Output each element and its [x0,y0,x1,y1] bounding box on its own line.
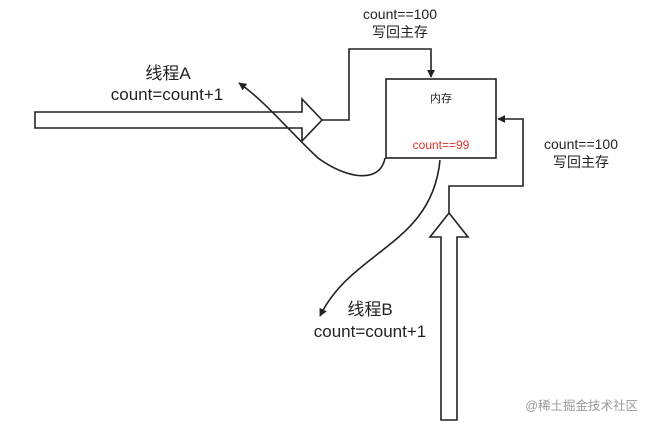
thread-a-flow-arrow [34,97,324,143]
thread-b-writeback-connector [448,115,524,213]
memory-value: count==99 [413,138,470,152]
writeback-right-action: 写回主存 [553,154,609,170]
thread-b-read-curve [319,159,441,317]
watermark: @稀土掘金技术社区 [525,398,638,413]
thread-a-name: 线程A [145,64,191,83]
writeback-top-value: count==100 [363,6,437,22]
thread-a-operation: count=count+1 [111,85,223,104]
thread-b-operation: count=count+1 [314,322,426,341]
thread-a-writeback-connector [322,48,435,121]
thread-b-flow-arrow [428,211,470,421]
writeback-right-value: count==100 [544,136,618,152]
memory-label: 内存 [430,91,452,105]
memory-box [385,78,497,159]
thread-b-name: 线程B [347,300,392,319]
writeback-top-action: 写回主存 [372,24,428,40]
thread-a-read-curve [238,82,386,177]
